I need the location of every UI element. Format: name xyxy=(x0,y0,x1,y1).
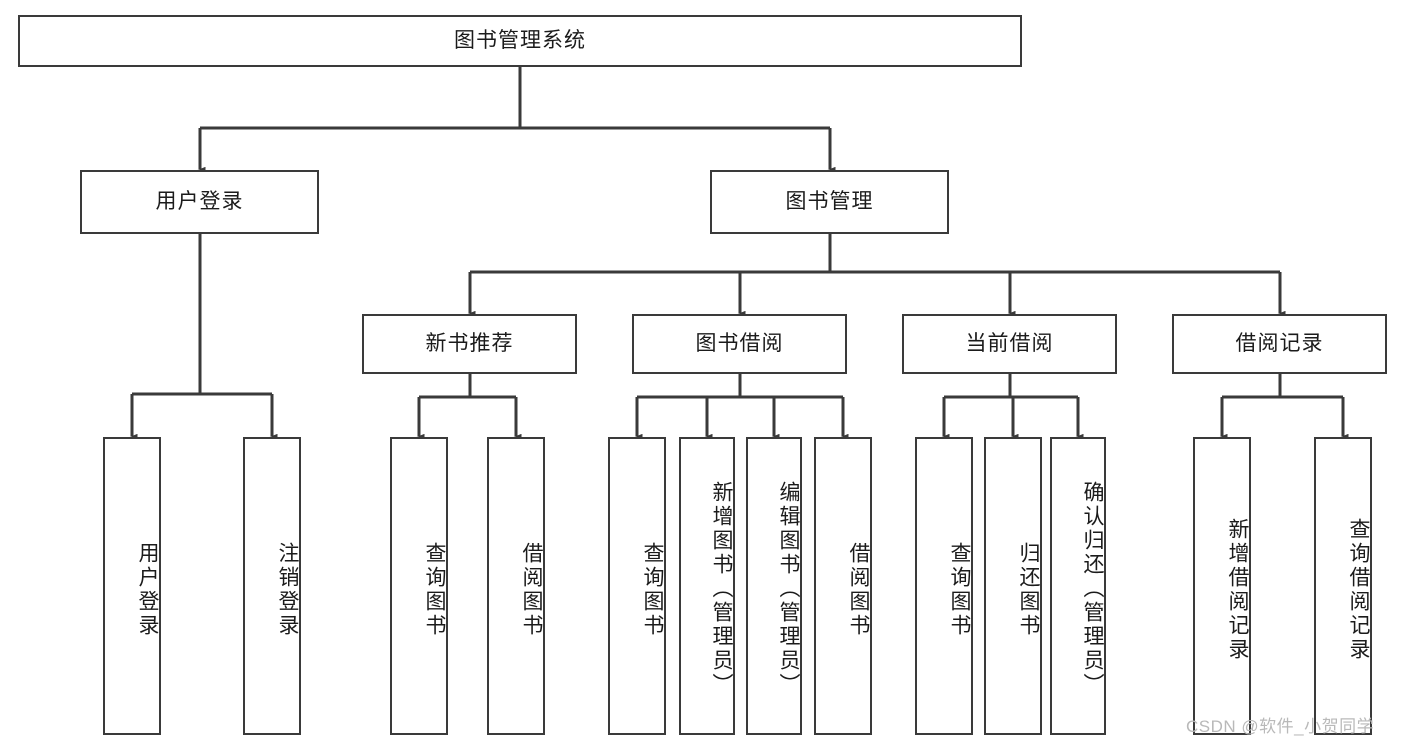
node-new-book-rec-label: 新书推荐 xyxy=(425,331,514,355)
node-current-borrow[interactable]: 当前借阅 xyxy=(902,314,1117,374)
node-leaf-edit-book-label: 编辑图书（管理员） xyxy=(777,481,800,697)
node-borrow-record[interactable]: 借阅记录 xyxy=(1172,314,1387,374)
node-book-borrow[interactable]: 图书借阅 xyxy=(632,314,847,374)
node-current-borrow-label: 当前借阅 xyxy=(965,331,1054,355)
node-leaf-query-record-label: 查询借阅记录 xyxy=(1347,518,1370,662)
node-leaf-return-book-label: 归还图书 xyxy=(1017,542,1040,638)
node-leaf-confirm-return[interactable]: 确认归还（管理员） xyxy=(1050,437,1106,735)
node-leaf-add-book-label: 新增图书（管理员） xyxy=(710,481,733,697)
node-leaf-borrow-book-label: 借阅图书 xyxy=(847,542,870,638)
node-leaf-query-book-cur[interactable]: 查询图书 xyxy=(915,437,973,735)
node-leaf-query-book-cur-label: 查询图书 xyxy=(948,542,971,638)
node-leaf-add-record[interactable]: 新增借阅记录 xyxy=(1193,437,1251,735)
connector-lines xyxy=(126,67,1349,443)
node-leaf-borrow-book-rec[interactable]: 借阅图书 xyxy=(487,437,545,735)
node-leaf-query-book-rec-label: 查询图书 xyxy=(423,542,446,638)
node-book-borrow-label: 图书借阅 xyxy=(695,331,784,355)
node-leaf-user-logout-label: 注销登录 xyxy=(276,542,299,638)
node-borrow-record-label: 借阅记录 xyxy=(1235,331,1324,355)
node-leaf-query-record[interactable]: 查询借阅记录 xyxy=(1314,437,1372,735)
node-leaf-add-record-label: 新增借阅记录 xyxy=(1226,518,1249,662)
node-user-login[interactable]: 用户登录 xyxy=(80,170,319,234)
node-leaf-user-login[interactable]: 用户登录 xyxy=(103,437,161,735)
node-leaf-query-book-borrow[interactable]: 查询图书 xyxy=(608,437,666,735)
node-leaf-add-book[interactable]: 新增图书（管理员） xyxy=(679,437,735,735)
node-leaf-borrow-book-rec-label: 借阅图书 xyxy=(520,542,543,638)
node-leaf-edit-book[interactable]: 编辑图书（管理员） xyxy=(746,437,802,735)
node-leaf-query-book-rec[interactable]: 查询图书 xyxy=(390,437,448,735)
node-leaf-user-logout[interactable]: 注销登录 xyxy=(243,437,301,735)
node-user-login-label: 用户登录 xyxy=(155,189,244,213)
node-leaf-borrow-book[interactable]: 借阅图书 xyxy=(814,437,872,735)
node-root-label: 图书管理系统 xyxy=(454,28,586,52)
node-new-book-rec[interactable]: 新书推荐 xyxy=(362,314,577,374)
node-book-manage[interactable]: 图书管理 xyxy=(710,170,949,234)
node-leaf-confirm-return-label: 确认归还（管理员） xyxy=(1081,481,1104,697)
node-book-manage-label: 图书管理 xyxy=(785,189,874,213)
node-root[interactable]: 图书管理系统 xyxy=(18,15,1022,67)
node-leaf-return-book[interactable]: 归还图书 xyxy=(984,437,1042,735)
node-leaf-user-login-label: 用户登录 xyxy=(136,542,159,638)
node-leaf-query-book-borrow-label: 查询图书 xyxy=(641,542,664,638)
csdn-watermark: CSDN @软件_小贺同学 xyxy=(1186,717,1375,736)
